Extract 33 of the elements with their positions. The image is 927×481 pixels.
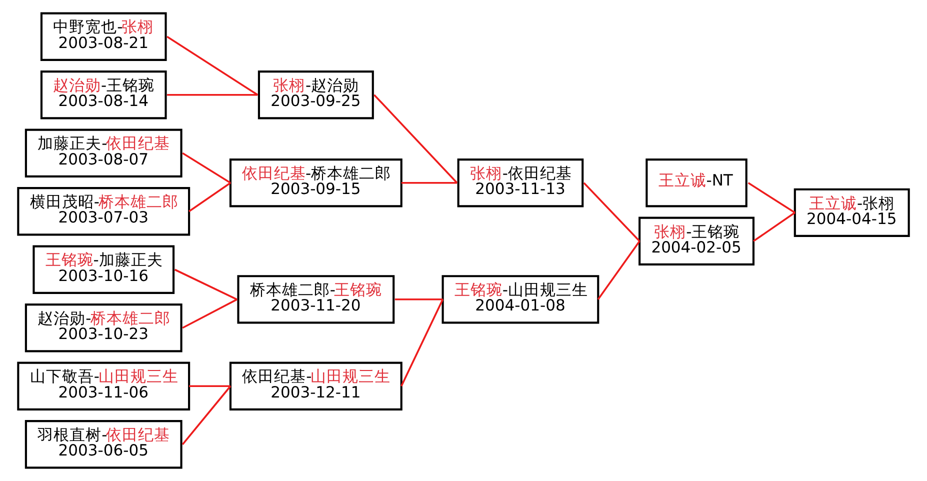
node-box: 王铭琬-加藤正夫 2003-10-16 <box>32 245 175 294</box>
node-box: 张栩-依田纪基 2003-11-13 <box>457 158 584 208</box>
connector <box>167 94 258 96</box>
connector <box>394 298 443 300</box>
connector <box>182 152 231 184</box>
node-box: 加藤正夫-依田纪基 2003-08-07 <box>24 128 182 178</box>
connector <box>182 386 232 445</box>
node-box: 横田茂昭-桥本雄二郎 2003-07-03 <box>17 187 190 236</box>
connector <box>583 182 640 242</box>
node-box: 赵治勋-王铭琬 2003-08-14 <box>40 70 167 120</box>
node-box: 王立诚-张栩 2004-04-15 <box>794 188 910 237</box>
node-box: 王立诚-NT <box>646 158 748 208</box>
connector <box>188 182 231 212</box>
connector <box>166 36 258 96</box>
connector <box>182 298 238 329</box>
node-box: 依田纪基-山田规三生 2003-12-11 <box>229 362 402 410</box>
connector <box>401 182 458 184</box>
connector <box>189 385 230 388</box>
node-box: 依田纪基-桥本雄二郎 2003-09-15 <box>229 158 402 208</box>
connector <box>748 182 796 214</box>
node-box: 桥本雄二郎-王铭琬 2003-11-20 <box>237 275 395 324</box>
node-box: 山下敬吾-山田规三生 2003-11-06 <box>17 362 190 410</box>
node-box: 中野宽也-张栩 2003-08-21 <box>40 12 167 61</box>
connector <box>400 299 444 387</box>
node-box: 张栩-王铭琬 2004-02-05 <box>638 216 754 266</box>
connector <box>374 94 458 184</box>
connector <box>174 268 238 300</box>
node-box: 赵治勋-桥本雄二郎 2003-10-23 <box>24 304 182 352</box>
node-box: 张栩-赵治勋 2003-09-25 <box>258 70 374 120</box>
connector <box>597 240 640 300</box>
connector <box>752 212 796 242</box>
node-box: 羽根直树-依田纪基 2003-06-05 <box>24 420 182 469</box>
node-box: 王铭琬-山田规三生 2004-01-08 <box>442 275 600 324</box>
